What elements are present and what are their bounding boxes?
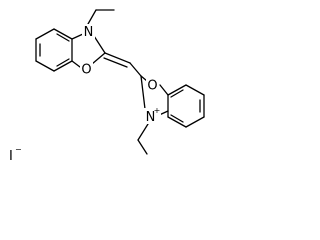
atom-n-top: N (84, 25, 94, 40)
bond-ethyl-bottom (137, 123, 149, 141)
bond-bridge (129, 62, 142, 77)
bond-lines (35, 9, 205, 155)
bond-ring-bottom (167, 116, 187, 128)
atom-n-bottom-charge: + (154, 106, 161, 115)
bond-ring-top (35, 28, 55, 40)
counter-ion-symbol: I (9, 149, 13, 164)
bond-bridge (104, 52, 131, 64)
bond-ring-top-double (56, 58, 70, 67)
bond-oxazole-bottom (159, 84, 169, 96)
bond-ring-bottom-double (170, 89, 184, 98)
bond-ring-bottom (167, 84, 187, 96)
bond-ring-top (35, 60, 55, 72)
bond-ring-bottom-double (170, 114, 184, 123)
bond-oxazole-top (71, 33, 84, 40)
bond-ethyl-top (87, 9, 97, 25)
chemical-structure: N O O N + I − (9, 9, 205, 164)
bond-bridge-double (103, 57, 128, 68)
bond-ring-top (53, 60, 73, 72)
bond-oxazole-top (93, 35, 106, 54)
bond-oxazole-bottom (140, 75, 146, 110)
counter-ion-charge: − (15, 145, 22, 154)
atom-o-bottom: O (147, 79, 157, 94)
bond-ring-top (53, 28, 73, 40)
atom-o-top: O (81, 63, 91, 78)
bond-ethyl-bottom (137, 139, 148, 155)
bond-oxazole-top (91, 52, 106, 65)
bond-oxazole-top (71, 60, 81, 68)
bond-ring-bottom (185, 116, 205, 128)
bond-ring-bottom (185, 84, 205, 96)
atom-n-bottom: N (146, 110, 156, 125)
bond-ring-top-double (56, 33, 70, 42)
